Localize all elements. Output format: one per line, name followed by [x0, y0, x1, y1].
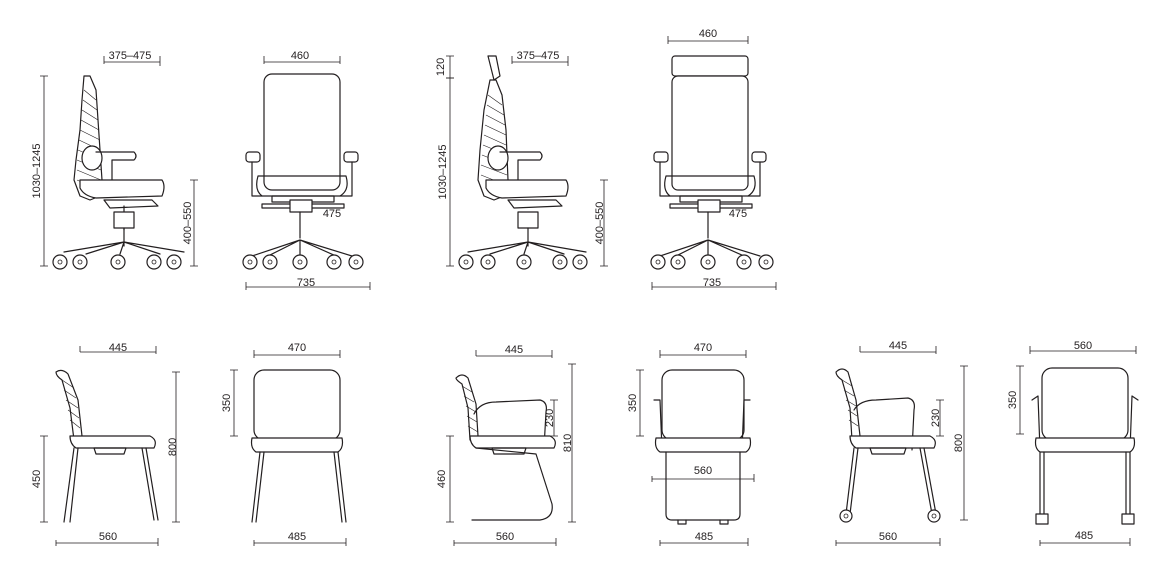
dim-line: [475, 350, 553, 358]
dim-line: [190, 179, 198, 267]
dim-line: [550, 399, 558, 437]
dim-label-base: 560: [496, 531, 514, 543]
dim-line: [103, 56, 161, 66]
dim-label-top: 445: [505, 344, 523, 356]
chair-1-side-view: 375–475 1030–1245 400–550: [31, 50, 198, 270]
chair-2-side-drawing: [458, 55, 588, 270]
chair-1-front-drawing: [242, 73, 364, 270]
dim-label-top: 470: [694, 342, 712, 354]
chair-3-side-view: 445 450 800 560: [31, 342, 180, 546]
dim-line: [1039, 538, 1131, 546]
dim-label-height: 800: [953, 434, 965, 452]
chair-5-front-drawing: [1031, 367, 1139, 525]
dim-line: [600, 179, 608, 267]
dim-label-base: 560: [99, 531, 117, 543]
dim-line: [40, 75, 48, 267]
dim-line: [253, 350, 341, 358]
dim-line: [835, 538, 941, 546]
dim-label-base: 485: [1075, 530, 1093, 542]
chair-3-front-drawing: [250, 369, 347, 523]
dim-line: [446, 55, 454, 79]
chair-5-side-view: 445 230 800 560: [835, 340, 968, 546]
dim-label-inner: 560: [694, 465, 712, 477]
dim-line: [245, 282, 371, 290]
dim-label-top: 560: [1074, 340, 1092, 352]
dim-line: [651, 474, 755, 482]
dim-line: [636, 369, 644, 437]
chair-5-front-view: 560 350 485: [1007, 340, 1139, 546]
chair-3-front-view: 470 350 485: [221, 342, 347, 546]
chair-4-front-drawing: [653, 369, 752, 525]
dim-label-seat-depth: 475: [323, 208, 341, 220]
dim-line: [446, 77, 454, 267]
dim-line: [659, 350, 747, 358]
dim-label-width: 375–475: [517, 50, 560, 62]
dim-line: [659, 538, 749, 546]
dim-line: [936, 399, 944, 437]
dim-label-arm: 230: [930, 409, 942, 427]
chair-5-side-drawing: [835, 368, 941, 523]
dim-label-seat-depth: 475: [729, 208, 747, 220]
dim-label-height: 1030–1245: [31, 143, 43, 198]
chair-4-side-view: 445 460 230 810 560: [436, 344, 576, 546]
dim-line: [263, 56, 341, 64]
dim-line: [253, 538, 347, 546]
dim-label-height: 810: [562, 434, 574, 452]
dim-label-base: 485: [695, 531, 713, 543]
dim-label-base: 485: [288, 531, 306, 543]
dim-label-width: 375–475: [109, 50, 152, 62]
dim-label-width: 460: [291, 50, 309, 62]
dim-line: [1016, 365, 1024, 435]
dim-line: [230, 369, 238, 437]
chair-1-side-drawing: [52, 75, 185, 270]
chair-4-front-view: 470 350 560 485: [627, 342, 755, 546]
dim-label-base: 735: [297, 277, 315, 289]
chair-2-side-view: 375–475 120 1030–1245 400–550: [435, 50, 608, 270]
dim-label-back: 350: [1007, 391, 1019, 409]
dim-label-base: 735: [703, 277, 721, 289]
dim-label-seat-height: 460: [436, 470, 448, 488]
dim-label-top: 445: [889, 340, 907, 352]
dim-line: [172, 371, 180, 523]
dim-label-back: 350: [627, 394, 639, 412]
dim-label-base: 560: [879, 531, 897, 543]
chair-4-side-drawing: [455, 374, 556, 521]
dim-line: [568, 363, 576, 523]
dim-label-height: 1030–1245: [437, 144, 449, 199]
dim-label-seat-height: 400–550: [594, 202, 606, 245]
dim-label-top: 470: [288, 342, 306, 354]
dim-line: [511, 56, 569, 66]
dim-label-seat-height: 450: [31, 470, 43, 488]
dim-line: [453, 538, 557, 546]
dim-line: [79, 346, 157, 354]
chair-2-front-drawing: [650, 55, 774, 270]
dim-line: [446, 435, 454, 523]
dim-line: [651, 282, 777, 290]
dim-label-height: 800: [167, 438, 179, 456]
dim-line: [1029, 346, 1137, 354]
chair-3-side-drawing: [55, 369, 159, 523]
dim-label-top: 445: [109, 342, 127, 354]
dim-line: [40, 435, 48, 523]
chair-2-front-view: 460 475 735: [650, 28, 777, 290]
dim-line: [960, 365, 968, 521]
dim-label-arm: 230: [544, 409, 556, 427]
dim-label-back: 350: [221, 394, 233, 412]
dim-label-headrest: 120: [435, 58, 447, 76]
dim-label-seat-height: 400–550: [182, 202, 194, 245]
dim-line: [859, 346, 937, 354]
dim-line: [55, 538, 159, 546]
dim-line: [667, 36, 749, 44]
chair-1-front-view: 460 475 735: [242, 50, 371, 290]
dim-label-width: 460: [699, 28, 717, 40]
